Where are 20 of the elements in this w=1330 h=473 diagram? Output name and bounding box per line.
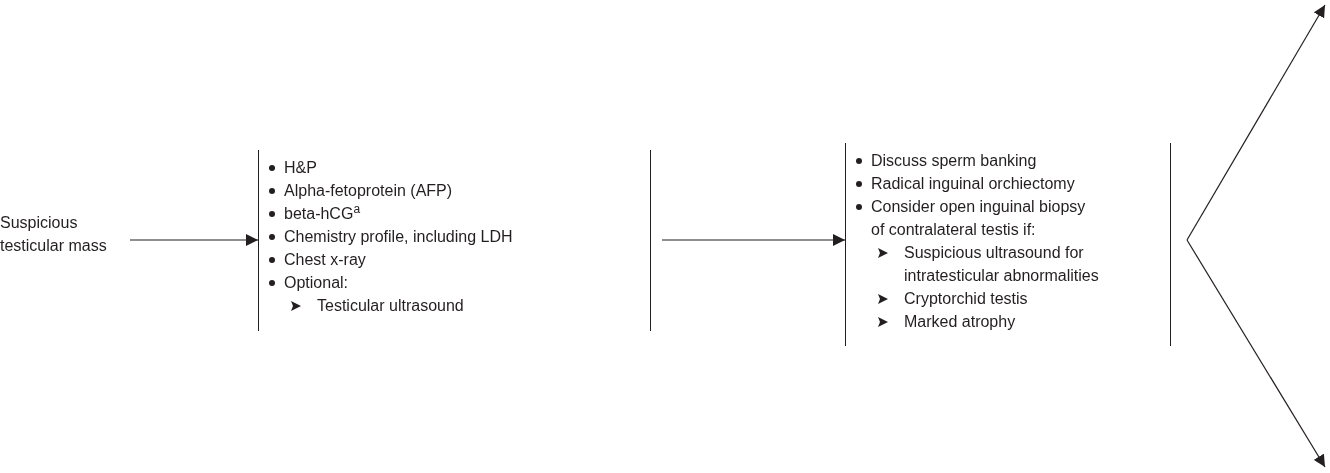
list-item: Testicular ultrasound [317,296,464,316]
list-item: H&P [284,158,317,178]
list-item: Cryptorchid testis [904,289,1028,309]
arrow [1186,239,1326,468]
arrow [1186,4,1326,241]
bracketed-list-box [258,150,651,331]
list-item: Chest x-ray [284,250,366,270]
list-item: Radical inguinal orchiectomy [871,174,1075,194]
node-label: Suspicious testicular mass [0,213,108,256]
list-item: Alpha-fetoprotein (AFP) [284,181,453,201]
list-item: beta-hCG$^{a}$ [284,202,361,224]
list-item: Suspicious ultrasound for intratesticular abnormalities [904,243,1100,286]
list-item: Marked atrophy [904,312,1016,332]
list-item: Consider open inguinal biopsy of contralateral testis if: [871,197,1087,240]
list-item: Optional: [284,273,349,293]
arrow [129,234,259,246]
bracketed-list-box [845,143,1171,346]
list-item: Chemistry profile, including LDH [284,227,513,247]
arrow [661,234,846,246]
list-item: Discuss sperm banking [871,151,1037,171]
